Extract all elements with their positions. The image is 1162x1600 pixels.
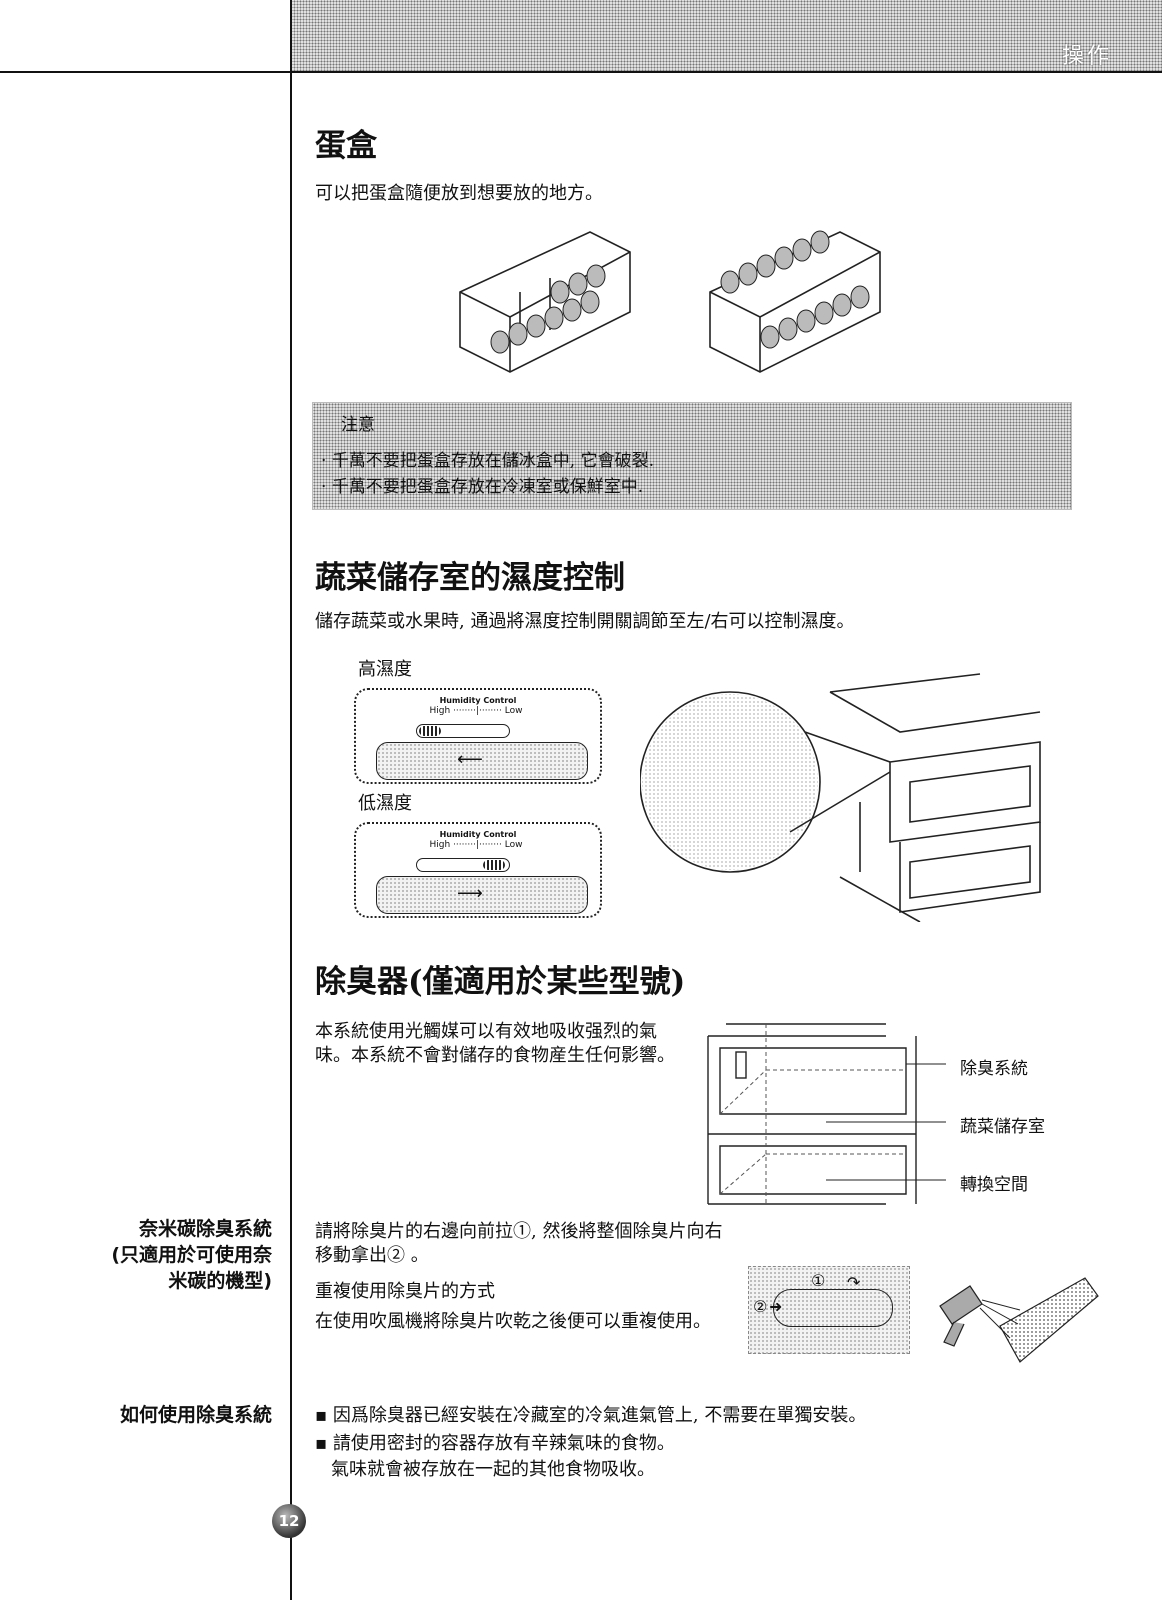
filter-removal-illustration: ① ② ↷ ➜ [748, 1266, 910, 1354]
drawer-front: ⟵ [376, 742, 588, 780]
reuse-title: 重複使用除臭片的方式 [315, 1281, 495, 1302]
egg-box-text: 可以把蛋盒隨便放到想要放的地方。 [315, 183, 603, 204]
callout-vegetable-compartment: 蔬菜儲存室 [960, 1117, 1045, 1137]
humidity-panel-high: Humidity Control High ········|········ … [354, 688, 602, 784]
humidity-slider-knob[interactable] [483, 860, 505, 870]
header-title: 操作 [1061, 44, 1112, 69]
page-number: 12 [272, 1504, 306, 1538]
crisper-drawer-illustration [640, 673, 1041, 922]
arrow-left-icon: ⟵ [457, 749, 483, 770]
humidity-control-title: Humidity Control [439, 830, 517, 839]
deodorizer-heading: 除臭器(僅適用於某些型號) [315, 964, 686, 1000]
humidity-panel-low: Humidity Control High ········|········ … [354, 822, 602, 918]
egg-box-heading: 蛋盒 [315, 128, 377, 164]
low-humidity-label: 低濕度 [358, 793, 412, 814]
step-marker: ① [811, 1271, 826, 1290]
fridge-diagram [707, 1023, 946, 1205]
humidity-scale: High ········|········ Low [429, 706, 523, 716]
humidity-slider-track[interactable] [416, 724, 510, 738]
howto-bullet-continuation: 氣味就會被存放在一起的其他食物吸收。 [331, 1459, 655, 1480]
filter-holder [773, 1289, 893, 1327]
header-bar: 操作 [290, 0, 1162, 72]
nano-step-text: 請將除臭片的右邊向前拉①, 然後將整個除臭片向右移動拿出② 。 [315, 1221, 723, 1266]
arrow-right-icon: ➜ [769, 1297, 783, 1316]
humidity-text: 儲存蔬菜或水果時, 通過將濕度控制開關調節至左/右可以控制濕度。 [315, 611, 855, 632]
humidity-heading: 蔬菜儲存室的濕度控制 [315, 560, 625, 596]
high-humidity-label: 高濕度 [358, 659, 412, 680]
callout-deodorizer-system: 除臭系統 [960, 1059, 1028, 1079]
deodorizer-text: 本系統使用光觸媒可以有效地吸收强烈的氣味。本系統不會對儲存的食物産生任何影響。 [315, 1021, 675, 1066]
caution-item: · 千萬不要把蛋盒存放在儲冰盒中, 它會破裂. [321, 451, 655, 471]
margin-rule [290, 0, 292, 1600]
howto-bullet: ▪ 請使用密封的容器存放有辛辣氣味的食物。 [315, 1433, 675, 1454]
drawer-front: ⟶ [376, 876, 588, 914]
caution-box: 注意 · 千萬不要把蛋盒存放在儲冰盒中, 它會破裂. · 千萬不要把蛋盒存放在冷… [312, 402, 1072, 510]
caution-title: 注意 [341, 415, 375, 435]
step-marker: ② [753, 1297, 768, 1316]
humidity-scale: High ········|········ Low [429, 840, 523, 850]
hair-dryer-illustration [939, 1277, 1099, 1363]
humidity-slider-track[interactable] [416, 858, 510, 872]
howto-bullet: ▪ 因爲除臭器已經安裝在冷藏室的冷氣進氣管上, 不需要在單獨安裝。 [315, 1405, 867, 1426]
caution-item: · 千萬不要把蛋盒存放在冷凍室或保鮮室中. [321, 477, 644, 497]
header-rule [0, 71, 1162, 73]
reuse-text: 在使用吹風機將除臭片吹乾之後便可以重複使用。 [315, 1311, 711, 1332]
arrow-right-icon: ⟶ [457, 883, 483, 904]
arrow-down-icon: ↷ [847, 1273, 861, 1292]
nano-side-heading: 奈米碳除臭系統 (只適用於可使用奈 米碳的機型) [111, 1218, 272, 1292]
egg-box-illustration [459, 230, 881, 373]
howto-side-heading: 如何使用除臭系統 [119, 1404, 272, 1426]
humidity-slider-knob[interactable] [419, 726, 441, 736]
humidity-control-title: Humidity Control [439, 696, 517, 705]
callout-conversion-space: 轉換空間 [960, 1175, 1028, 1195]
